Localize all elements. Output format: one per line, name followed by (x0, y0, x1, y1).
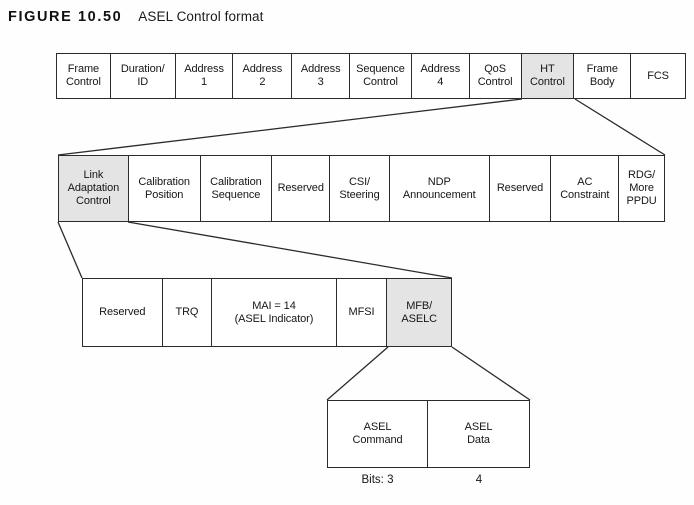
field-fcs: FCS (631, 54, 685, 98)
figure-caption: FIGURE 10.50 ASEL Control format (8, 8, 264, 26)
field-mai-asel-indicator: MAI = 14 (ASEL Indicator) (212, 279, 337, 346)
ht-control-row: Link Adaptation Control Calibration Posi… (58, 155, 665, 222)
figure-title: ASEL Control format (138, 9, 264, 24)
field-frame-body: Frame Body (574, 54, 632, 98)
ht-control-expansion-line-right (574, 98, 666, 156)
mfb-aselc-expansion-line-right (451, 346, 531, 401)
field-asel-command: ASEL Command (328, 401, 429, 467)
field-ac-constraint: AC Constraint (551, 156, 620, 221)
mac-frame-row: Frame Control Duration/ ID Address 1 Add… (56, 53, 686, 99)
figure-number: FIGURE 10.50 (8, 9, 123, 25)
field-address-1: Address 1 (175, 54, 234, 98)
field-address-4: Address 4 (411, 54, 470, 98)
field-ht-control: HT Control (521, 54, 575, 98)
field-trq: TRQ (162, 279, 213, 346)
field-rdg-more-ppdu: RDG/ More PPDU (619, 156, 664, 221)
bits-asel-command: Bits: 3 (361, 474, 394, 486)
link-adaptation-expansion-line-right (127, 221, 453, 279)
ht-control-expansion-line-left (57, 98, 523, 156)
field-sequence-control: Sequence Control (350, 54, 412, 98)
field-link-adaptation-control: Link Adaptation Control (59, 156, 129, 221)
mfb-aselc-expansion-line-left (326, 346, 389, 401)
field-duration-id: Duration/ ID (110, 54, 176, 98)
field-reserved-1: Reserved (272, 156, 331, 221)
asel-control-row: ASEL Command ASEL Data (327, 400, 530, 468)
field-frame-control: Frame Control (57, 54, 111, 98)
field-address-3: Address 3 (292, 54, 351, 98)
field-ndp-announcement: NDP Announcement (389, 156, 490, 221)
link-adaptation-expansion-line-left (57, 221, 83, 279)
link-adaptation-row: Reserved TRQ MAI = 14 (ASEL Indicator) M… (82, 278, 452, 347)
field-calibration-position: Calibration Position (128, 156, 201, 221)
field-qos-control: QoS Control (469, 54, 522, 98)
field-csi-steering: CSI/ Steering (330, 156, 390, 221)
field-asel-data: ASEL Data (428, 401, 529, 467)
field-address-2: Address 2 (233, 54, 293, 98)
bits-caption: Bits: 3 4 (327, 474, 530, 486)
field-calibration-sequence: Calibration Sequence (200, 156, 273, 221)
field-mfb-aselc: MFB/ ASELC (387, 279, 452, 346)
field-reserved-2: Reserved (489, 156, 552, 221)
field-mfsi: MFSI (336, 279, 388, 346)
field-reserved: Reserved (83, 279, 163, 346)
bits-asel-data: 4 (475, 474, 483, 486)
